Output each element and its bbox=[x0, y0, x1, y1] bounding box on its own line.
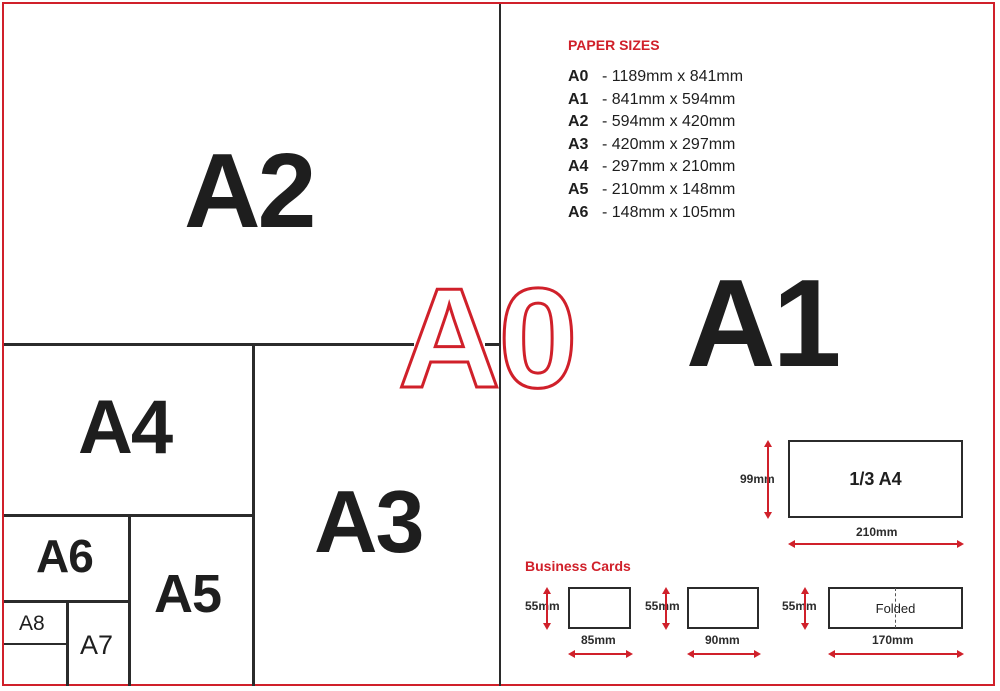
card-3-width-line bbox=[832, 653, 959, 655]
divider-a1-a2 bbox=[499, 4, 501, 686]
arrow-down-icon bbox=[801, 623, 809, 630]
divider-a2-a3 bbox=[4, 343, 414, 346]
card-1-width-line bbox=[572, 653, 627, 655]
paper-size-name: A2 bbox=[568, 113, 589, 131]
paper-size-list: A0- 1189mm x 841mm A1- 841mm x 594mm A2-… bbox=[568, 66, 743, 224]
paper-size-item: A3 - 420mm x 297mm bbox=[568, 134, 743, 157]
label-a1: A1 bbox=[686, 255, 842, 393]
paper-size-dims: - 594mm x 420mm bbox=[602, 113, 736, 131]
label-a2: A2 bbox=[184, 132, 317, 250]
paper-size-name: A5 bbox=[568, 180, 589, 198]
paper-size-dims: - 1189mm x 841mm bbox=[602, 68, 744, 85]
third-a4-width-line bbox=[792, 543, 959, 545]
card-2-height: 55mm bbox=[645, 599, 680, 613]
label-a3: A3 bbox=[314, 472, 424, 571]
card-2-height-line bbox=[665, 591, 667, 625]
card-2-width: 90mm bbox=[705, 633, 740, 647]
divider-a6-a7 bbox=[4, 600, 130, 603]
card-1-height: 55mm bbox=[525, 599, 560, 613]
paper-size-dims: - 420mm x 297mm bbox=[602, 135, 736, 153]
card-3-height: 55mm bbox=[782, 599, 817, 613]
business-card-90 bbox=[687, 587, 759, 629]
paper-size-name: A0 bbox=[568, 68, 589, 85]
paper-size-name: A1 bbox=[568, 90, 589, 108]
arrow-left-icon bbox=[687, 650, 694, 658]
paper-size-dims: - 148mm x 105mm bbox=[602, 203, 736, 221]
card-2-width-line bbox=[691, 653, 755, 655]
third-a4-box: 1/3 A4 bbox=[788, 440, 963, 518]
arrow-right-icon bbox=[626, 650, 633, 658]
paper-size-dims: - 841mm x 594mm bbox=[602, 90, 736, 108]
paper-size-name: A4 bbox=[568, 158, 589, 176]
label-a7: A7 bbox=[80, 630, 114, 660]
paper-size-item: A4 - 297mm x 210mm bbox=[568, 156, 743, 179]
arrow-left-icon bbox=[568, 650, 575, 658]
business-card-85 bbox=[568, 587, 631, 629]
paper-size-item: A2 - 594mm x 420mm bbox=[568, 111, 743, 134]
third-a4-height: 99mm bbox=[740, 472, 775, 486]
legend-title: PAPER SIZES bbox=[568, 37, 660, 53]
arrow-up-icon bbox=[764, 440, 772, 447]
paper-size-name: A3 bbox=[568, 135, 589, 153]
card-3-height-line bbox=[804, 591, 806, 625]
arrow-up-icon bbox=[662, 587, 670, 594]
card-1-width: 85mm bbox=[581, 633, 616, 647]
arrow-left-icon bbox=[828, 650, 835, 658]
business-cards-title: Business Cards bbox=[525, 558, 631, 574]
third-a4-height-line bbox=[767, 444, 769, 516]
third-a4-width: 210mm bbox=[856, 525, 898, 539]
label-a5: A5 bbox=[154, 564, 222, 624]
paper-size-item: A5 - 210mm x 148mm bbox=[568, 179, 743, 202]
arrow-left-icon bbox=[788, 540, 795, 548]
arrow-right-icon bbox=[957, 650, 964, 658]
arrow-up-icon bbox=[801, 587, 809, 594]
paper-size-item: A1 - 841mm x 594mm bbox=[568, 89, 743, 112]
fold-line bbox=[895, 588, 896, 628]
card-3-width: 170mm bbox=[872, 633, 914, 647]
paper-size-item: A0 - 1189mm x 841mm bbox=[568, 66, 743, 89]
label-a8: A8 bbox=[19, 612, 45, 635]
arrow-right-icon bbox=[957, 540, 964, 548]
paper-size-name: A6 bbox=[568, 203, 589, 221]
label-a6: A6 bbox=[36, 530, 94, 582]
arrow-up-icon bbox=[543, 587, 551, 594]
arrow-down-icon bbox=[764, 512, 772, 519]
arrow-down-icon bbox=[662, 623, 670, 630]
paper-size-dims: - 297mm x 210mm bbox=[602, 158, 736, 176]
divider-a2-a3-right bbox=[485, 343, 500, 346]
paper-size-dims: - 210mm x 148mm bbox=[602, 180, 736, 198]
divider-a4-a5 bbox=[4, 514, 254, 517]
card-1-height-line bbox=[546, 591, 548, 625]
label-a4: A4 bbox=[78, 385, 173, 470]
label-a0: A0 bbox=[397, 259, 580, 418]
arrow-down-icon bbox=[543, 623, 551, 630]
arrow-right-icon bbox=[754, 650, 761, 658]
paper-size-item: A6 - 148mm x 105mm bbox=[568, 202, 743, 225]
divider-a8-bottom bbox=[4, 643, 68, 645]
